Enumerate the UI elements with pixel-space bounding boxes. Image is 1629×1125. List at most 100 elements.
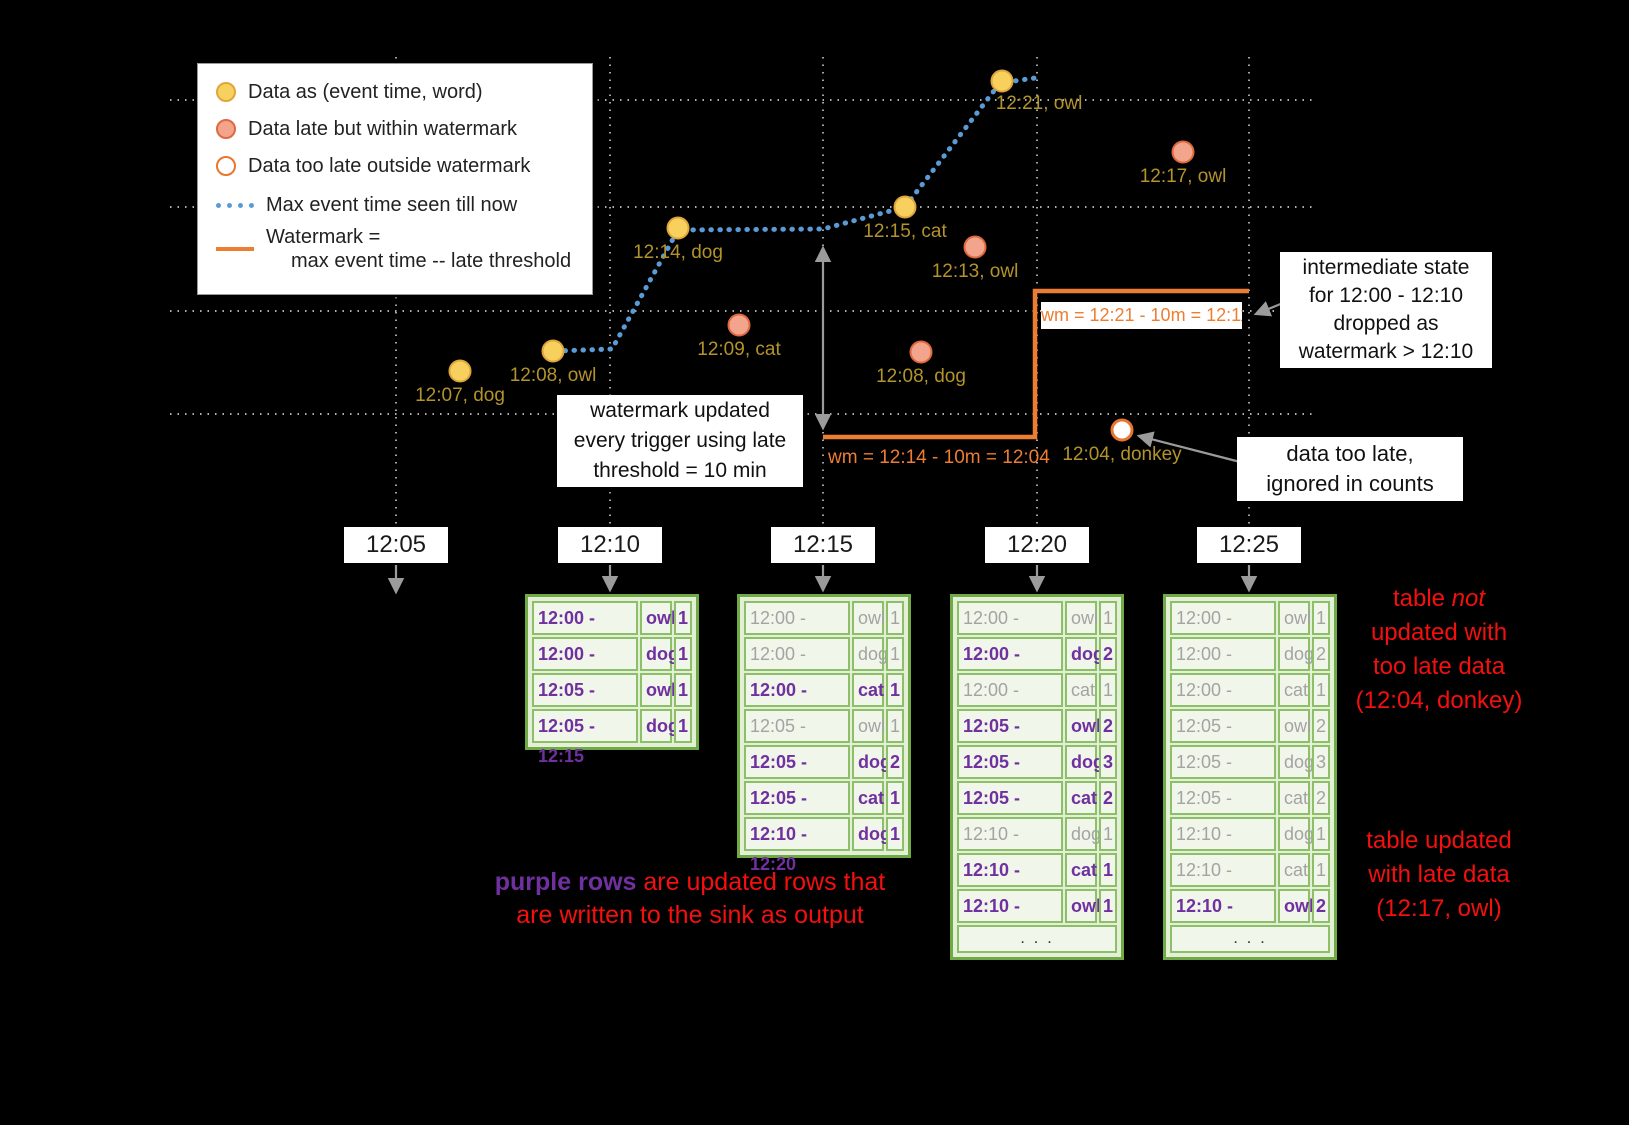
cell-count: 1 <box>1099 817 1117 851</box>
cell-word: cat <box>1065 853 1097 887</box>
table-row: 12:05 - 12:15owl2 <box>1170 709 1330 766</box>
cell-word: dog <box>1278 745 1314 779</box>
data-point-label: 12:07, dog <box>415 385 505 406</box>
cell-word: dog <box>1065 745 1104 779</box>
cell-count: 1 <box>1099 889 1117 923</box>
callout-line: ignored in counts <box>1266 471 1434 496</box>
result-table-12-15: 12:00 - 12:10owl112:00 - 12:10dog112:00 … <box>737 594 911 874</box>
cell-word: owl <box>640 601 676 635</box>
cell-count: 1 <box>1099 853 1117 887</box>
data-point-label: 12:04, donkey <box>1062 444 1182 465</box>
cell-word: dog <box>640 709 679 743</box>
table-row: 12:05 - 12:15dog2 <box>744 745 904 802</box>
cell-window: 12:05 - 12:15 <box>1170 781 1276 838</box>
cell-word: dog <box>1278 817 1314 851</box>
cell-word: owl <box>1278 709 1311 743</box>
cell-count: 3 <box>1099 745 1117 779</box>
cell-window: 12:00 - 12:10 <box>532 637 638 694</box>
cell-count: 1 <box>1099 601 1117 635</box>
cell-count: 1 <box>674 709 692 743</box>
data-point-ontime <box>666 216 690 240</box>
table-row-ellipsis: . . . <box>1170 925 1330 953</box>
table-row: 12:00 - 12:10cat1 <box>744 673 904 730</box>
table-row: 12:05 - 12:15cat1 <box>744 781 904 838</box>
cell-count: 2 <box>1099 781 1117 815</box>
cell-word: dog <box>1065 637 1104 671</box>
cell-word: dog <box>852 745 891 779</box>
cell-window: 12:05 - 12:15 <box>744 781 850 838</box>
cell-window: 12:10 - 12:20 <box>744 817 850 874</box>
result-table-12-10: 12:00 - 12:10owl112:00 - 12:10dog112:05 … <box>525 594 699 766</box>
cell-window: 12:10 - 12:20 <box>957 853 1063 910</box>
too-late-arrow <box>1136 431 1249 466</box>
cell-word: dog <box>852 637 888 671</box>
cell-word: owl <box>1278 889 1314 923</box>
ellipsis-cell: . . . <box>1170 925 1330 953</box>
table-row: 12:05 - 12:15dog3 <box>1170 745 1330 802</box>
max-event-time-line <box>553 74 1045 354</box>
cell-word: cat <box>1278 781 1310 815</box>
table-row: 12:00 - 12:10owl1 <box>957 601 1117 658</box>
trigger-time-1225: 12:25 <box>1197 527 1301 563</box>
cell-count: 1 <box>886 817 904 851</box>
legend-item-watermark: Watermark = max event time -- late thres… <box>216 225 592 273</box>
cell-window: 12:10 - 12:20 <box>957 889 1063 946</box>
legend-item-on-time: Data as (event time, word) <box>216 80 592 104</box>
cell-window: 12:05 - 12:15 <box>957 781 1063 838</box>
data-point-label: 12:08, owl <box>509 365 597 386</box>
cell-word: owl <box>1065 709 1101 743</box>
note-line: updated with <box>1370 619 1508 646</box>
cell-window: 12:05 - 12:15 <box>532 709 638 766</box>
note-text: table <box>1392 585 1452 612</box>
cell-word: cat <box>1065 781 1097 815</box>
data-point-ontime <box>448 359 472 383</box>
cell-window: 12:00 - 12:10 <box>744 637 850 694</box>
watermark-value-2: wm = 12:21 - 10m = 12:11 <box>1041 302 1242 329</box>
cell-window: 12:05 - 12:15 <box>532 673 638 730</box>
cell-count: 1 <box>1312 817 1330 851</box>
intermediate-state-arrow <box>1253 301 1284 317</box>
cell-word: owl <box>640 673 676 707</box>
data-point-label: 12:21, owl <box>995 93 1083 114</box>
note-not-updated: table not updated with too late data (12… <box>1337 582 1541 718</box>
purple-rows-highlight: purple rows <box>494 868 637 896</box>
cell-word: cat <box>1065 673 1097 707</box>
legend: Data as (event time, word) Data late but… <box>197 63 593 295</box>
legend-label: Data as (event time, word) <box>248 81 483 103</box>
note-line: too late data <box>1372 653 1506 680</box>
cell-count: 1 <box>886 781 904 815</box>
data-point-label: 12:08, dog <box>876 366 966 387</box>
cell-word: owl <box>1278 601 1311 635</box>
solid-line-icon <box>216 247 254 251</box>
table-row: 12:05 - 12:15cat2 <box>957 781 1117 838</box>
cell-word: cat <box>852 673 884 707</box>
legend-item-max-event-time: Max event time seen till now <box>216 193 592 217</box>
cell-window: 12:00 - 12:10 <box>532 601 638 658</box>
callout-line: threshold = 10 min <box>593 459 767 482</box>
cell-count: 1 <box>1312 853 1330 887</box>
cell-word: dog <box>1065 817 1101 851</box>
cell-word: cat <box>852 781 884 815</box>
legend-label: Watermark = max event time -- late thres… <box>266 225 571 273</box>
data-point-ontime <box>541 339 565 363</box>
cell-count: 1 <box>674 601 692 635</box>
table-row: 12:00 - 12:10cat1 <box>1170 673 1330 730</box>
callout-line: dropped as <box>1333 312 1439 335</box>
cell-count: 2 <box>1312 637 1330 671</box>
callout-watermark-update: watermark updated every trigger using la… <box>557 395 803 487</box>
cell-window: 12:00 - 12:10 <box>957 673 1063 730</box>
cell-window: 12:05 - 12:15 <box>957 745 1063 802</box>
data-point-label: 12:09, cat <box>697 339 781 360</box>
note-line: (12:04, donkey) <box>1355 687 1523 714</box>
cell-window: 12:00 - 12:10 <box>744 673 850 730</box>
trigger-time-1220: 12:20 <box>985 527 1089 563</box>
cell-count: 1 <box>1099 673 1117 707</box>
callout-too-late: data too late, ignored in counts <box>1237 437 1463 501</box>
watermark-value-1: wm = 12:14 - 10m = 12:04 <box>828 447 1050 468</box>
table-row: 12:10 - 12:20cat1 <box>957 853 1117 910</box>
cell-word: owl <box>852 601 885 635</box>
data-point-ontime <box>990 69 1014 93</box>
